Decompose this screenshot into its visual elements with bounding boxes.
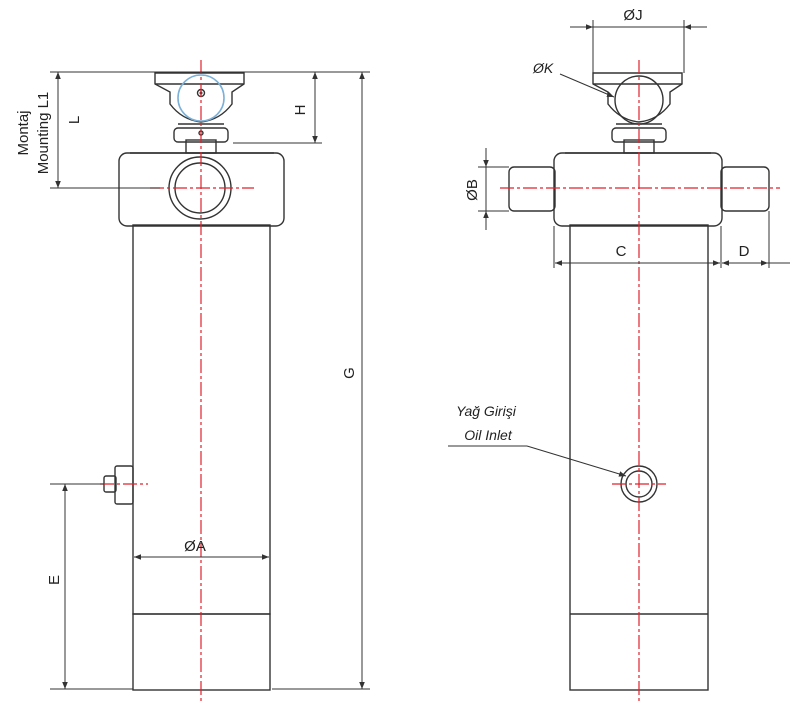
label-mounting-tr: Montaj [15,110,32,155]
side-mounting-eye [592,72,683,123]
side-trunnion-right [720,166,770,212]
front-labels: Montaj Mounting L1 L H G E ØA [15,92,358,585]
label-A: ØA [184,538,206,555]
label-L: L [66,116,83,124]
side-labels: ØJ ØK ØB C D Yağ Girişi Oil Inlet [456,7,749,443]
label-oil-inlet-en: Oil Inlet [464,427,513,443]
label-G: G [341,367,358,379]
label-mounting-en: Mounting L1 [35,92,52,175]
side-trunnion-left [508,166,556,212]
side-head-block [553,152,723,227]
label-D: D [739,243,750,260]
label-H: H [292,105,309,116]
label-E: E [46,575,63,585]
front-side-fitting [114,465,134,505]
side-dimensions [448,20,790,477]
label-B: ØB [464,179,481,201]
front-view [100,60,285,702]
front-eye-highlight [177,74,225,122]
label-oil-inlet-tr: Yağ Girişi [456,403,517,419]
label-K: ØK [532,60,554,76]
side-view [500,60,780,702]
front-dimensions [50,71,370,690]
label-C: C [616,243,627,260]
label-J: ØJ [623,7,642,24]
front-mounting-eye [154,72,245,123]
